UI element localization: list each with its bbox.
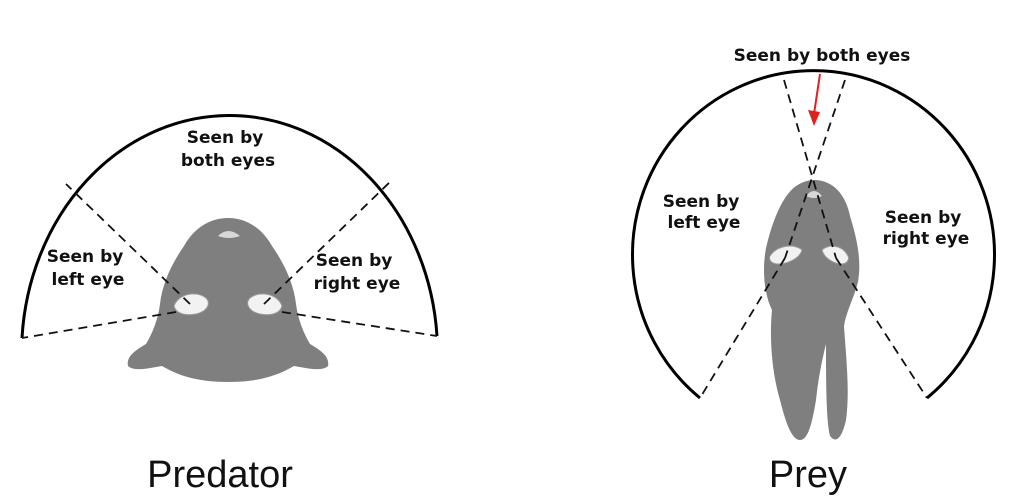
predator-right-eye-label: Seen by right eye xyxy=(314,251,401,294)
prey-both-eyes-label: Seen by both eyes xyxy=(734,46,911,66)
prey-binocular-line-b xyxy=(784,79,846,259)
prey-field-arc xyxy=(631,69,996,400)
predator-both-eyes-label: Seen by both eyes xyxy=(181,128,275,171)
prey-binocular-line-a xyxy=(783,79,837,259)
predator-left-eye-label: Seen by left eye xyxy=(47,247,130,290)
prey-left-eye-label: Seen by left eye xyxy=(663,192,746,233)
prey-right-outer-line xyxy=(835,257,928,399)
predator-left-outer-line xyxy=(21,311,177,339)
predator-head-icon xyxy=(127,218,329,382)
prey-right-eye-label: Seen by right eye xyxy=(883,208,970,249)
prey-head-icon xyxy=(764,180,860,440)
predator-left-eye-line xyxy=(65,183,191,305)
predator-right-outer-line xyxy=(281,311,438,337)
prey-both-eyes-arrow xyxy=(808,73,821,126)
predator-caption: Predator xyxy=(147,454,293,496)
prey-left-outer-line xyxy=(699,257,786,399)
predator-diagram: Seen by both eyes Seen by left eye Seen … xyxy=(20,113,439,496)
prey-diagram: Seen by both eyes Seen by left eye Seen … xyxy=(631,46,996,496)
prey-caption: Prey xyxy=(769,454,847,496)
predator-field-arc xyxy=(20,113,439,339)
